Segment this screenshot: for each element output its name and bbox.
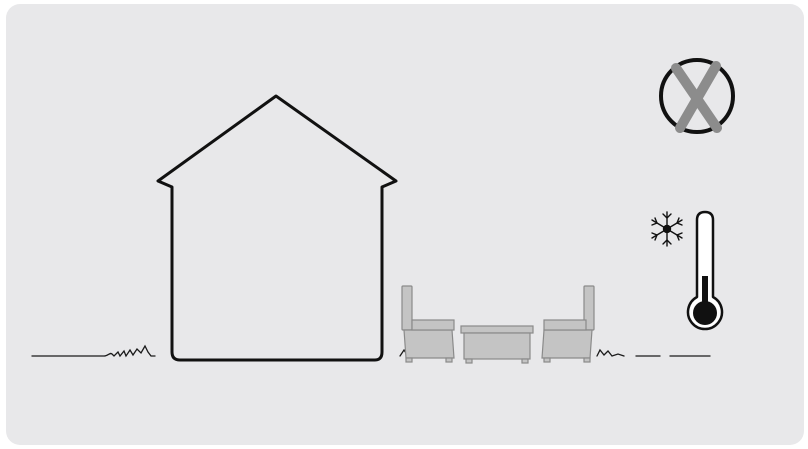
ground-line: [32, 346, 710, 356]
thermometer-icon: [688, 212, 722, 329]
patio-chair-right: [542, 286, 594, 362]
cross-mark-icon: [661, 60, 733, 132]
house-outline: [158, 96, 396, 360]
patio-table: [461, 326, 533, 363]
snowflake-icon: [652, 212, 682, 246]
patio-chair-left: [402, 286, 454, 362]
